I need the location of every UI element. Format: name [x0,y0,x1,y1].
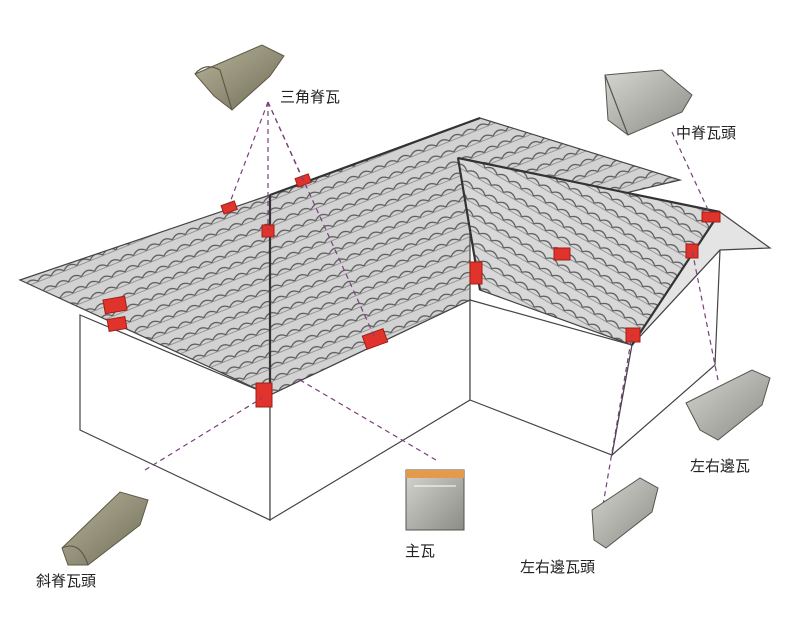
highlight-wing [553,247,571,261]
middle-ridge-end-tile-label: 中脊瓦頭 [676,124,737,142]
wing-ridge-line [457,156,721,214]
leader-lines [144,101,719,506]
highlight-valley [469,261,483,285]
highlight-left-1 [102,295,128,315]
leader-hip-end [144,397,263,471]
side-edge-end-tile-icon [591,477,659,549]
hip-ridge-end-tile-label: 斜脊瓦頭 [36,572,97,590]
roof [18,117,772,396]
highlight-ridge-1 [220,200,238,215]
highlight-left-2 [106,315,128,333]
highlight-edge-1 [685,243,699,259]
house-walls [79,248,721,522]
triangle-ridge-tile-icon [194,44,285,111]
side-edge-tile-icon [685,369,771,441]
main-tile-icon [405,469,465,531]
highlight-edge-2 [625,327,641,343]
wing-edge-line [631,211,721,346]
middle-ridge-end-tile-icon [604,69,693,136]
highlight-wing-ridge-end [701,211,721,223]
leader-side-edge-end [602,334,633,506]
leader-middle-ridge [671,131,711,215]
leader-side-edge [691,249,719,381]
hip-ridge-end-tile-icon [61,491,149,566]
side-edge-tile-label: 左右邊瓦 [690,457,751,475]
side-edge-end-tile-label: 左右邊瓦頭 [520,558,596,576]
leader-triangle-1 [228,101,269,206]
highlight-hip-top [261,224,275,238]
leader-triangle-4 [267,101,376,339]
highlight-hip-end [255,382,273,408]
main-tile-label: 主瓦 [405,542,436,560]
triangle-ridge-tile-label: 三角脊瓦 [280,88,341,106]
